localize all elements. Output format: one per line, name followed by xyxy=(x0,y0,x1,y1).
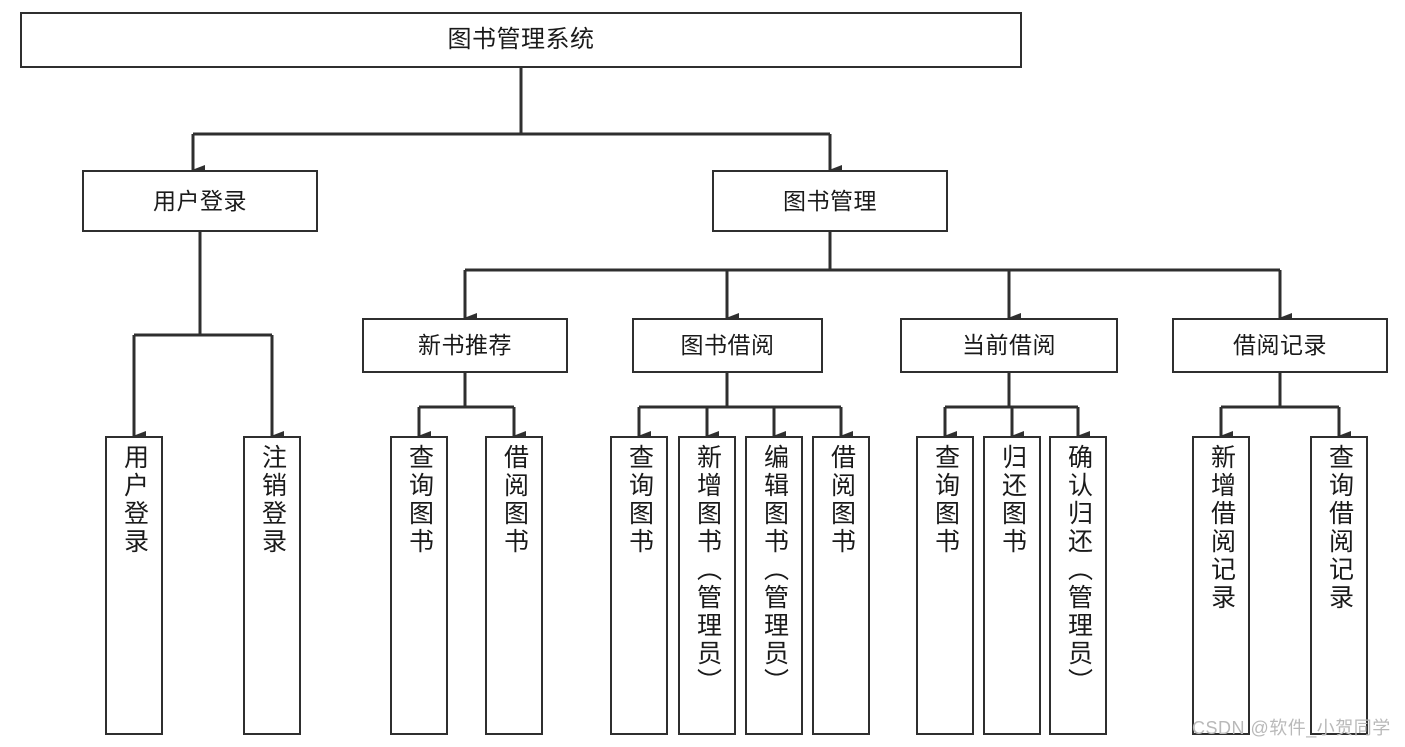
leaf-query-book-borrow[interactable]: 查询图书 xyxy=(610,436,668,735)
csdn-watermark: CSDN @软件_小贺同学 xyxy=(1192,718,1391,738)
leaf-confirm-return-admin[interactable]: 确认归还（管理员） xyxy=(1049,436,1107,735)
node-book-borrow-label: 图书借阅 xyxy=(680,332,775,359)
node-book-management-label: 图书管理 xyxy=(783,187,877,214)
leaf-query-book-newbook-label: 查询图书 xyxy=(405,444,434,556)
leaf-user-login-label: 用户登录 xyxy=(120,444,149,556)
leaf-return-book[interactable]: 归还图书 xyxy=(983,436,1041,735)
leaf-add-borrow-record[interactable]: 新增借阅记录 xyxy=(1192,436,1250,735)
leaf-logout[interactable]: 注销登录 xyxy=(243,436,301,735)
leaf-edit-book-admin-label: 编辑图书（管理员） xyxy=(760,444,789,696)
leaf-confirm-return-admin-label: 确认归还（管理员） xyxy=(1064,444,1093,696)
leaf-query-borrow-record[interactable]: 查询借阅记录 xyxy=(1310,436,1368,735)
leaf-query-book-borrow-label: 查询图书 xyxy=(625,444,654,556)
leaf-add-borrow-record-label: 新增借阅记录 xyxy=(1207,444,1236,612)
leaf-query-book-current-label: 查询图书 xyxy=(931,444,960,556)
node-borrow-records-label: 借阅记录 xyxy=(1233,332,1327,359)
leaf-add-book-admin[interactable]: 新增图书（管理员） xyxy=(678,436,736,735)
node-root[interactable]: 图书管理系统 xyxy=(20,12,1022,68)
node-book-borrow[interactable]: 图书借阅 xyxy=(632,318,823,373)
node-root-label: 图书管理系统 xyxy=(447,26,595,54)
leaf-logout-label: 注销登录 xyxy=(258,444,287,556)
node-user-login-label: 用户登录 xyxy=(153,187,247,214)
node-current-borrow-label: 当前借阅 xyxy=(962,332,1056,359)
leaf-add-book-admin-label: 新增图书（管理员） xyxy=(693,444,722,696)
node-borrow-records[interactable]: 借阅记录 xyxy=(1172,318,1388,373)
node-new-book-recommend[interactable]: 新书推荐 xyxy=(362,318,568,373)
leaf-query-borrow-record-label: 查询借阅记录 xyxy=(1325,444,1354,612)
leaf-borrow-book[interactable]: 借阅图书 xyxy=(812,436,870,735)
leaf-borrow-book-label: 借阅图书 xyxy=(827,444,856,556)
leaf-user-login[interactable]: 用户登录 xyxy=(105,436,163,735)
node-new-book-recommend-label: 新书推荐 xyxy=(418,332,512,359)
leaf-return-book-label: 归还图书 xyxy=(998,444,1027,556)
node-user-login[interactable]: 用户登录 xyxy=(82,170,318,232)
node-current-borrow[interactable]: 当前借阅 xyxy=(900,318,1118,373)
leaf-query-book-current[interactable]: 查询图书 xyxy=(916,436,974,735)
leaf-borrow-book-newbook[interactable]: 借阅图书 xyxy=(485,436,543,735)
node-book-management[interactable]: 图书管理 xyxy=(712,170,948,232)
leaf-query-book-newbook[interactable]: 查询图书 xyxy=(390,436,448,735)
leaf-edit-book-admin[interactable]: 编辑图书（管理员） xyxy=(745,436,803,735)
leaf-borrow-book-newbook-label: 借阅图书 xyxy=(500,444,529,556)
